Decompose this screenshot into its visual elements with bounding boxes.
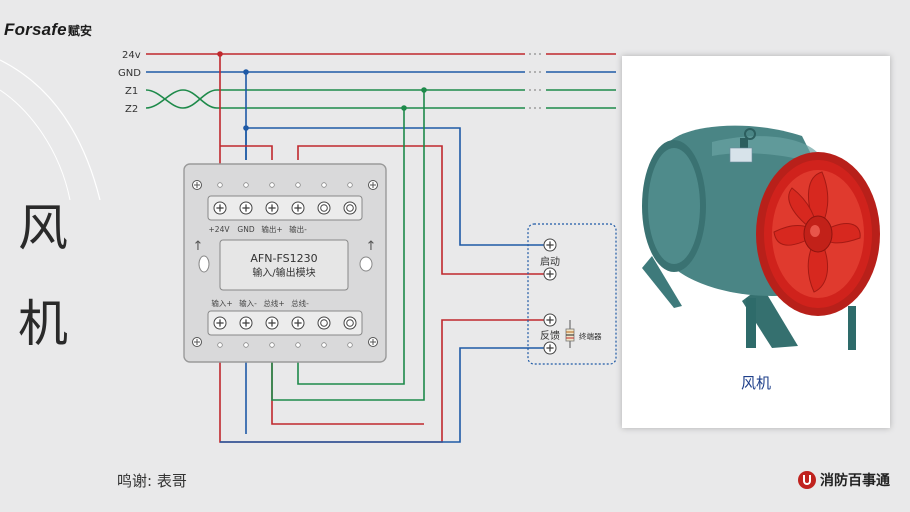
device-terminal-group bbox=[543, 238, 557, 355]
module-led-left bbox=[198, 255, 210, 273]
terminal-screw-icon bbox=[265, 316, 279, 330]
terminal-screw-group bbox=[213, 201, 357, 330]
fire-extinguisher-logo-icon bbox=[798, 471, 816, 489]
device-terminal-screw-icon bbox=[543, 267, 557, 281]
footer-logo: 消防百事通 bbox=[798, 470, 890, 490]
terminal-screw-icon bbox=[239, 201, 253, 215]
decorative-arcs bbox=[0, 59, 101, 200]
feedback-label: 反馈 bbox=[540, 329, 560, 342]
axial-fan-photo bbox=[642, 125, 880, 350]
bus-label-gnd: GND bbox=[118, 68, 141, 79]
credit-text: 鸣谢: 表哥 bbox=[117, 472, 187, 490]
page-title: 风 机 bbox=[18, 180, 88, 372]
terminal-screw-icon bbox=[213, 316, 227, 330]
module-led-right bbox=[359, 256, 373, 272]
terminal-screw-icon bbox=[291, 316, 305, 330]
module-model: AFN-FS1230 bbox=[250, 252, 317, 265]
arrow-up-icon: ↑ bbox=[193, 239, 204, 254]
terminal-screw-icon bbox=[317, 316, 331, 330]
terminal-label-top-2: GND bbox=[237, 225, 254, 234]
device-terminal-screw-icon bbox=[543, 313, 557, 327]
top-terminal-strip bbox=[207, 195, 363, 221]
bus-label-z1: Z1 bbox=[125, 86, 138, 97]
device-terminal-screw-icon bbox=[543, 341, 557, 355]
wire-bus-z1 bbox=[271, 90, 425, 401]
terminal-label-top-4: 输出- bbox=[289, 224, 307, 234]
bus-break-marks bbox=[529, 53, 541, 109]
bus-label-z2: Z2 bbox=[125, 104, 138, 115]
terminal-screw-icon bbox=[265, 201, 279, 215]
junction-z2 bbox=[401, 105, 407, 111]
arrow-up-icon: ↑ bbox=[366, 239, 377, 254]
module-name: 输入/输出模块 bbox=[252, 266, 315, 279]
fan-photo-frame: 风机 bbox=[622, 56, 890, 428]
bus-line-z2 bbox=[145, 89, 616, 109]
bottom-terminal-strip bbox=[207, 310, 363, 336]
photo-caption: 风机 bbox=[740, 374, 771, 392]
eol-label: 终端器 bbox=[579, 331, 602, 341]
wire-output-plus bbox=[220, 145, 273, 160]
start-label: 启动 bbox=[540, 255, 560, 268]
terminal-label-bottom-1: 输入+ bbox=[211, 298, 232, 308]
terminal-screw-icon bbox=[239, 316, 253, 330]
fan-control-box bbox=[527, 223, 617, 365]
device-terminal-screw-icon bbox=[543, 238, 557, 252]
wire-input-blue bbox=[220, 347, 548, 443]
terminal-label-bottom-2: 输入- bbox=[239, 298, 257, 308]
wire-gnd-loop-blue bbox=[246, 127, 548, 246]
wire-input-red bbox=[271, 362, 424, 425]
brand-name: Forsafe bbox=[4, 20, 67, 39]
io-module: AFN-FS1230 输入/输出模块 ↑ ↑ +24V GND 输出+ 输出- … bbox=[183, 163, 387, 363]
brand-logo: Forsafe赋安 bbox=[4, 20, 92, 40]
junction-24v bbox=[217, 51, 223, 57]
terminal-label-bottom-4: 总线- bbox=[291, 298, 309, 308]
footer-logo-text: 消防百事通 bbox=[820, 473, 890, 489]
bus-label-24v: 24v bbox=[122, 50, 141, 61]
terminal-label-bottom-3: 总线+ bbox=[263, 298, 284, 308]
module-label-box bbox=[219, 239, 349, 291]
terminal-screw-icon bbox=[343, 316, 357, 330]
terminal-label-top-3: 输出+ bbox=[261, 224, 282, 234]
junction-z1 bbox=[421, 87, 427, 93]
terminal-label-top-1: +24V bbox=[209, 225, 231, 234]
page-title-char-2: 机 bbox=[18, 295, 68, 353]
end-of-line-resistor-icon bbox=[565, 320, 575, 348]
bus-line-z1 bbox=[145, 89, 616, 109]
page-title-char-1: 风 bbox=[18, 199, 68, 257]
terminal-screw-icon bbox=[213, 201, 227, 215]
terminal-screw-icon bbox=[317, 201, 331, 215]
terminal-screw-icon bbox=[343, 201, 357, 215]
wire-output-minus bbox=[297, 145, 548, 275]
brand-name-cn: 赋安 bbox=[67, 24, 93, 38]
wire-bus-z2 bbox=[297, 108, 405, 385]
terminal-screw-icon bbox=[291, 201, 305, 215]
junction-gnd bbox=[243, 69, 249, 75]
